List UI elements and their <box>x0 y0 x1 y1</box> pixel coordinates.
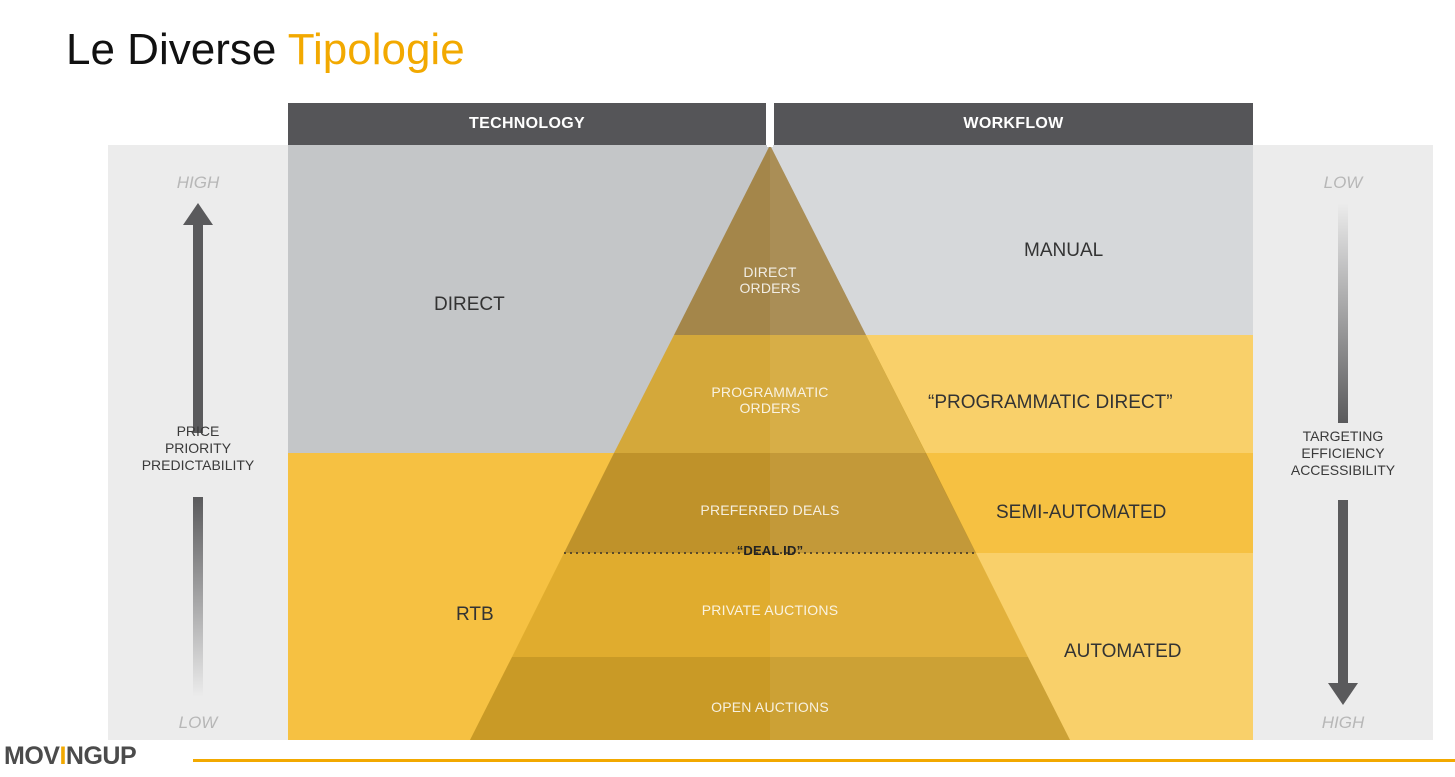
label-direct: DIRECT <box>434 294 505 315</box>
typology-diagram <box>288 145 1253 740</box>
pyramid-label-deal-id: “DEAL ID” <box>736 543 804 558</box>
label-rtb: RTB <box>456 604 494 625</box>
right-axis-label-accessibility: ACCESSIBILITY <box>1290 462 1396 478</box>
movingup-logo: MOVINGUP <box>4 742 137 771</box>
pyramid-label-programmatic-orders: PROGRAMMATIC ORDERS <box>680 384 860 416</box>
up-arrow-icon <box>183 203 213 433</box>
logo-part1: MOV <box>4 742 60 770</box>
left-axis-label-priority: PRIORITY <box>164 440 232 456</box>
footer-divider-line <box>193 759 1455 762</box>
down-arrow-icon <box>1328 500 1358 705</box>
title-main: Le Diverse <box>66 25 277 74</box>
pyramid-label-direct-orders: DIRECT ORDERS <box>700 264 840 296</box>
pyramid-label-direct-orders-line2: ORDERS <box>739 280 801 296</box>
right-axis-high: HIGH <box>1321 713 1365 732</box>
pyramid-direct-orders <box>674 145 866 335</box>
pyramid-label-programmatic-orders-line2: ORDERS <box>739 400 801 416</box>
page-title: Le Diverse Tipologie <box>66 22 465 78</box>
left-axis-label-predictability: PREDICTABILITY <box>141 457 255 473</box>
right-axis-low: LOW <box>1323 173 1363 192</box>
pyramid-label-programmatic-orders-line1: PROGRAMMATIC <box>711 384 829 400</box>
header-divider <box>767 145 773 147</box>
pyramid-open-auctions <box>470 657 1070 740</box>
logo-part2: NGUP <box>65 742 137 770</box>
label-semi-automated: SEMI-AUTOMATED <box>996 502 1167 523</box>
left-axis-label-price: PRICE <box>176 423 220 439</box>
left-axis-high: HIGH <box>176 173 220 192</box>
fade-bar-icon <box>193 497 203 697</box>
left-axis-panel: HIGH PRICE PRIORITY PREDICTABILITY LOW <box>108 145 288 740</box>
pyramid-programmatic-orders <box>614 335 926 453</box>
header-technology: TECHNOLOGY <box>288 103 766 145</box>
header-workflow: WORKFLOW <box>774 103 1253 145</box>
pyramid-label-direct-orders-line1: DIRECT <box>743 264 797 280</box>
label-manual: MANUAL <box>1024 240 1104 261</box>
logo-accent: I <box>59 742 66 770</box>
right-axis-label-targeting: TARGETING <box>1302 428 1384 444</box>
right-axis-labels: TARGETING EFFICIENCY ACCESSIBILITY <box>1253 428 1433 479</box>
pyramid-private-auctions <box>512 553 1028 657</box>
pyramid-right-shade <box>770 145 1070 740</box>
pyramid-label-open-auctions: OPEN AUCTIONS <box>711 699 829 715</box>
pyramid-label-preferred-deals: PREFERRED DEALS <box>700 502 840 518</box>
fade-bar-icon <box>1338 203 1348 423</box>
pyramid-preferred-deals <box>564 453 976 553</box>
title-accent: Tipologie <box>287 25 465 74</box>
zone-manual-bg <box>770 145 1253 335</box>
left-axis-labels: PRICE PRIORITY PREDICTABILITY <box>108 423 288 474</box>
pyramid-label-private-auctions: PRIVATE AUCTIONS <box>701 602 839 618</box>
right-axis-label-efficiency: EFFICIENCY <box>1301 445 1385 461</box>
left-axis-low: LOW <box>178 713 218 732</box>
label-automated: AUTOMATED <box>1064 641 1182 662</box>
label-programmatic-direct: “PROGRAMMATIC DIRECT” <box>928 392 1173 413</box>
right-axis-panel: LOW TARGETING EFFICIENCY ACCESSIBILITY H… <box>1253 145 1433 740</box>
